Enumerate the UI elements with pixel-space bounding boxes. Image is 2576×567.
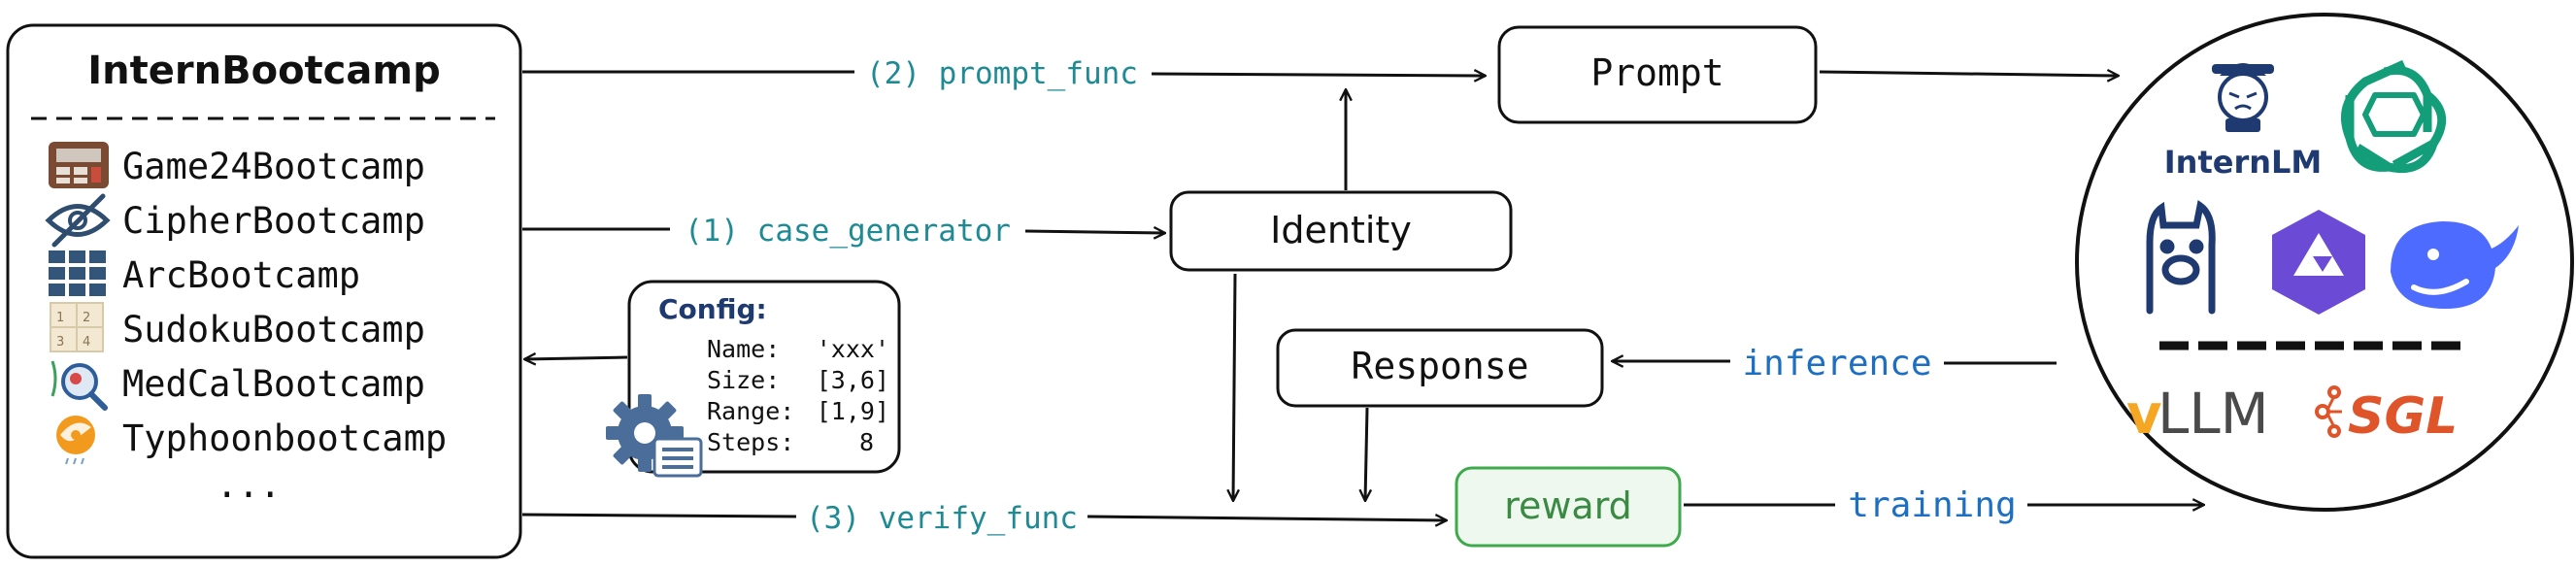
vllm-icon: v LLM [2126,381,2269,447]
openai-icon [2341,59,2447,174]
arrow-response-to-reward [1365,407,1367,501]
vllm-label: LLM [2158,381,2269,447]
microscope-icon [50,360,108,411]
svg-text:3: 3 [56,335,64,350]
node-prompt-label: Prompt [1590,51,1723,94]
svg-text:1: 1 [56,311,64,325]
config-value-range: [1,9] [817,397,889,425]
qwen-icon [2272,210,2365,315]
internlm-label: InternLM [2164,144,2322,181]
label-inference: inference [1742,344,1931,384]
svg-text:4: 4 [83,335,90,350]
config-key-size: Size: [707,366,780,394]
bootcamp-item-label: ArcBootcamp [122,254,360,296]
config-value-steps: 8 [859,428,874,456]
bootcamp-item-label: Typhoonbootcamp [122,417,447,459]
flow-arrows [521,72,2204,520]
node-reward-label: reward [1504,484,1632,527]
bootcamp-panel: InternBootcamp Game24Bootcamp CipherBoo [6,23,522,559]
svg-text:2: 2 [83,311,90,325]
label-verify-func: (3) verify_func [806,501,1078,536]
typhoon-icon [56,416,95,465]
sudoku-icon: 1 2 3 4 [50,302,104,352]
bootcamp-item-label: MedCalBootcamp [122,363,425,405]
config-key-name: Name: [707,335,780,363]
node-reward: reward [1455,466,1682,548]
config-value-name: 'xxx' [817,335,889,363]
bootcamp-item-typhoon[interactable]: Typhoonbootcamp [56,416,447,465]
bootcamp-ellipsis: ... [217,464,282,506]
llama-icon [2146,200,2216,315]
grid-icon [49,250,106,296]
bootcamp-item-cipher[interactable]: CipherBootcamp [45,193,425,248]
deepseek-icon [2391,221,2519,309]
bootcamp-item-arc[interactable]: ArcBootcamp [49,250,360,296]
eye-slash-icon [45,193,111,248]
arrow-case-generator [1024,231,1165,233]
arrow-identity-to-reward [1233,273,1235,501]
label-prompt-func: (2) prompt_func [866,56,1138,91]
config-key-range: Range: [707,397,794,425]
arrow-segment [521,513,797,518]
bootcamp-item-medcal[interactable]: MedCalBootcamp [50,360,425,411]
arrow-prompt-func [1151,74,1486,76]
label-training: training [1848,485,2016,525]
bootcamp-item-label: Game24Bootcamp [122,146,425,187]
calculator-icon [49,142,109,188]
bootcamp-item-label: SudokuBootcamp [122,309,425,350]
vllm-v: v [2126,384,2162,447]
config-title: Config: [658,293,767,325]
node-response-label: Response [1351,345,1528,387]
config-key-steps: Steps: [707,428,794,456]
arrow-prompt-to-models [1819,72,2119,76]
models-circle: InternLM v LLM [2075,13,2574,512]
bootcamp-item-label: CipherBootcamp [122,200,425,242]
bootcamp-title: InternBootcamp [87,49,440,93]
node-prompt: Prompt [1497,25,1818,124]
config-box: Config: Name: 'xxx' Size: [3,6] Range: [… [606,280,901,478]
arrow-verify-func [1087,517,1447,520]
label-case-generator: (1) case_generator [685,214,1011,249]
node-response: Response [1276,328,1604,408]
sglang-label: SGL [2348,387,2458,446]
gear-list-icon [606,394,703,478]
config-value-size: [3,6] [817,366,889,394]
node-identity-label: Identity [1270,209,1412,251]
internlm-icon [2212,63,2274,132]
bootcamp-item-sudoku[interactable]: 1 2 3 4 SudokuBootcamp [50,302,425,352]
sglang-icon: SGL [2315,385,2458,446]
node-identity: Identity [1169,190,1513,272]
arrow-config-to-bootcamp [524,357,628,359]
bootcamp-item-game24[interactable]: Game24Bootcamp [49,142,425,188]
